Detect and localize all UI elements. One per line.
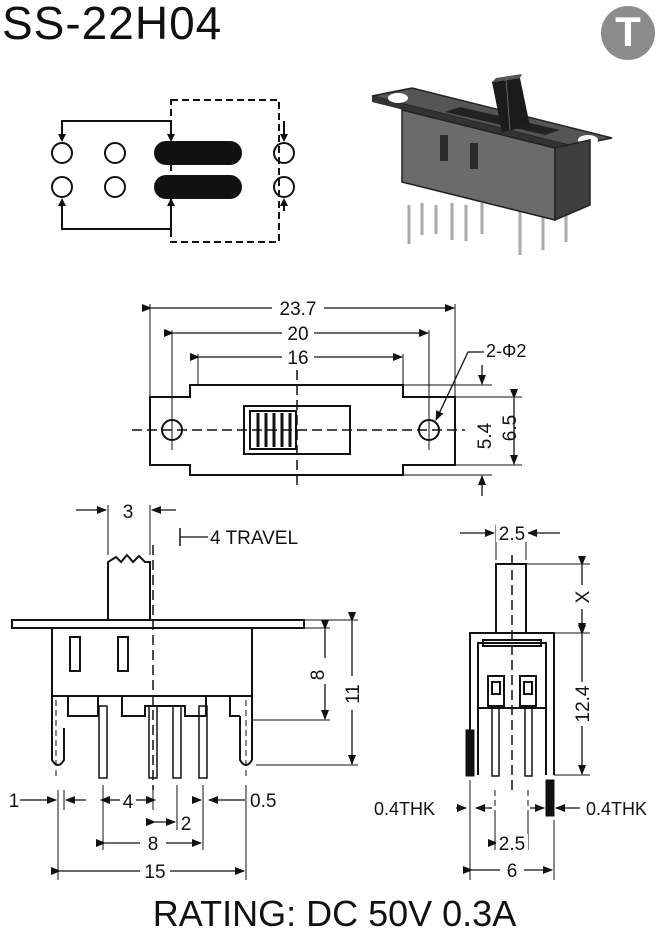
bridge-contact [154,141,242,165]
pin-span-outer-label: 15 [144,862,165,883]
pin-pitch-label: 4 [123,792,134,813]
side-view-drawing [456,525,590,880]
overall-width-label: 23.7 [280,299,317,320]
hole-note-label: 2-Φ2 [486,341,526,361]
side-pin-span-label: 6 [507,861,518,882]
side-actuator-width-label: 2.5 [499,524,525,545]
switch-3d-illustration [371,74,613,255]
left-thickness-label: 0.4THK [374,799,435,819]
contact-circle [273,176,295,198]
outer-height-label: 6.5 [500,415,521,441]
contact-circle [104,142,126,164]
actuator-position-box [170,99,280,243]
contact-circle [273,142,295,164]
switch-schematic [51,99,295,243]
right-thickness-label: 0.4THK [586,799,647,819]
pin-thickness-label: 0.5 [250,791,276,812]
rating-label: RATING: DC 50V 0.3A [152,893,517,934]
top-view-drawing [132,304,522,496]
body-height-label: 8 [308,670,329,681]
inner-height-label: 5.4 [475,422,496,449]
actuator-height-label: X [573,590,594,603]
pin-gap-label: 2 [181,814,192,835]
left-offset-label: 1 [9,791,20,812]
slot-length-label: 16 [287,348,308,369]
side-body-height-label: 12.4 [573,685,594,722]
contact-circle [51,176,73,198]
contact-circle [51,142,73,164]
actuator-width-label: 3 [123,502,134,523]
hole-spacing-label: 20 [287,324,308,345]
side-pin-pitch-label: 2.5 [499,834,525,855]
travel-label: 4 TRAVEL [210,528,298,549]
contact-circle [104,176,126,198]
total-height-label: 11 [343,684,364,704]
bridge-contact [154,175,242,199]
brand-logo: T [601,6,655,60]
pin-span-inner-label: 8 [148,834,159,855]
front-view-drawing [11,505,358,880]
part-number-title: SS-22H04 [2,0,223,49]
